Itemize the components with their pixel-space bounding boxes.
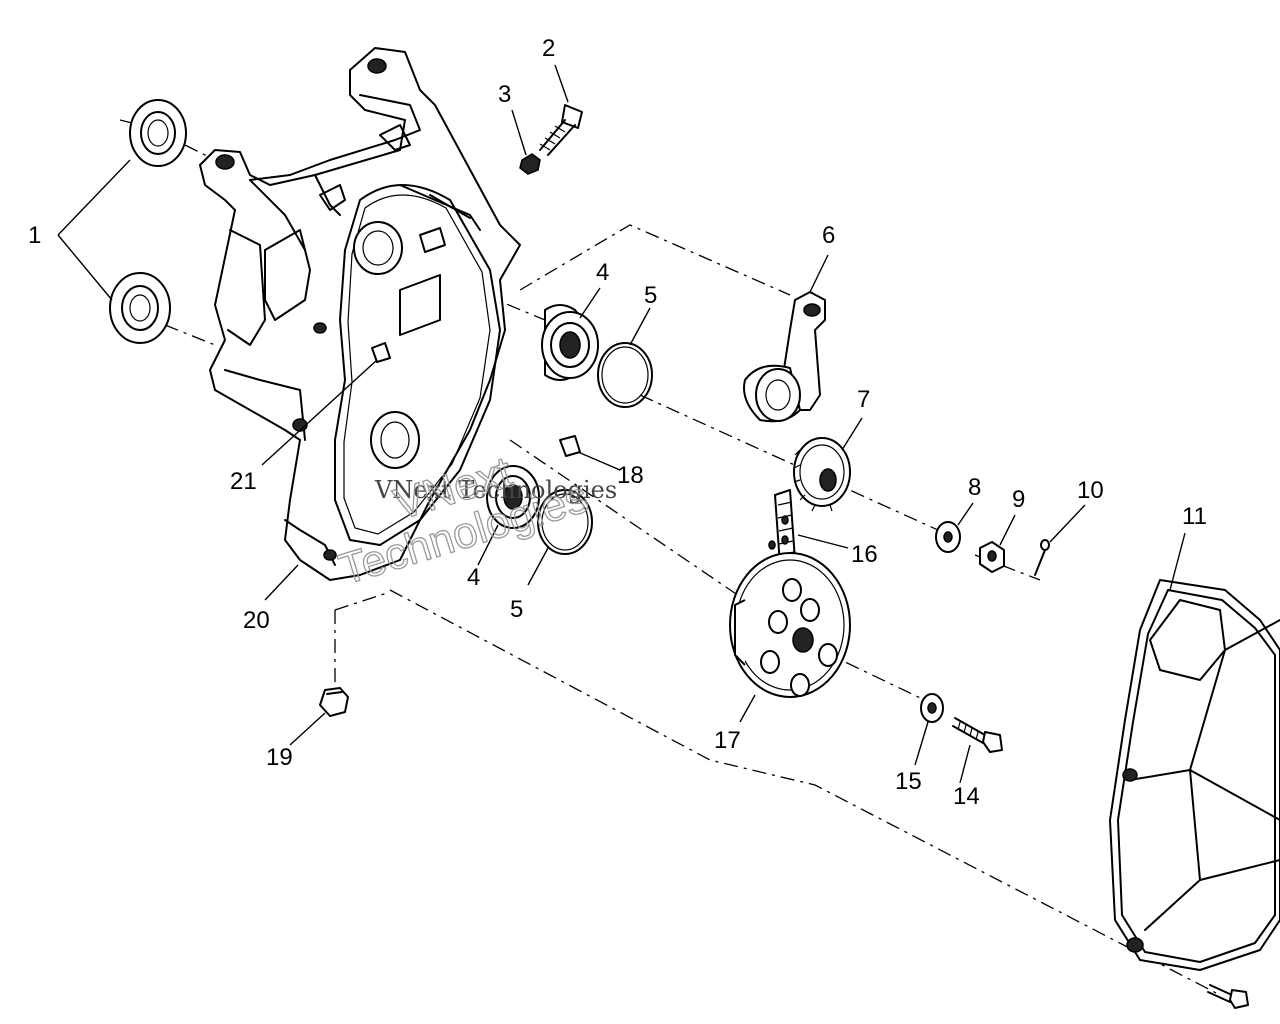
- cover-bolt: [1207, 984, 1249, 1009]
- callout-14: 14: [953, 783, 980, 810]
- callout-5-lower: 5: [510, 596, 523, 623]
- adjuster-bolt: [539, 104, 583, 156]
- callout-16: 16: [851, 541, 878, 568]
- callout-19: 19: [266, 744, 293, 771]
- callout-3: 3: [498, 81, 511, 108]
- callout-21: 21: [230, 468, 257, 495]
- chaincase-housing: [199, 47, 521, 581]
- watermark-line1: VNext Technologies: [374, 476, 617, 504]
- washer-upper: [935, 521, 961, 553]
- jam-nut: [519, 153, 541, 175]
- callout-15: 15: [895, 768, 922, 795]
- cap-screw: [952, 717, 1003, 753]
- washer-lower: [920, 693, 944, 723]
- oil-seal-upper: [129, 99, 187, 167]
- hex-nut: [979, 541, 1005, 573]
- set-screw: [371, 342, 391, 363]
- callout-5-upper: 5: [644, 282, 657, 309]
- chaincase-cover: [1109, 579, 1280, 971]
- callout-18: 18: [617, 462, 644, 489]
- snap-ring-lower: [537, 489, 593, 555]
- leader-lines: [57, 64, 1186, 784]
- snap-ring-upper: [597, 342, 653, 408]
- fitting: [559, 435, 581, 457]
- drive-sprocket: [793, 437, 851, 512]
- bearing-lower: [486, 465, 540, 529]
- drain-plug: [319, 687, 349, 717]
- callout-6: 6: [822, 222, 835, 249]
- callout-labels: 1 2 3 4 5 6 7 8 9 10 11 21 18 16 4 5 20 …: [28, 35, 1207, 810]
- oil-seal-lower: [109, 272, 171, 344]
- callout-9: 9: [1012, 486, 1025, 513]
- bearing-upper: [541, 304, 599, 381]
- callout-7: 7: [857, 386, 870, 413]
- callout-4-upper: 4: [596, 259, 609, 286]
- callout-8: 8: [968, 474, 981, 501]
- callout-2: 2: [542, 35, 555, 62]
- callout-4-lower: 4: [467, 564, 480, 591]
- callout-11: 11: [1182, 503, 1207, 530]
- chain-tensioner-arm: [743, 291, 826, 423]
- callout-10: 10: [1077, 477, 1104, 504]
- driven-sprocket: [729, 552, 851, 698]
- callout-20: 20: [243, 607, 270, 634]
- callout-1: 1: [28, 222, 41, 249]
- cotter-pin: [1034, 539, 1050, 576]
- callout-17: 17: [714, 727, 741, 754]
